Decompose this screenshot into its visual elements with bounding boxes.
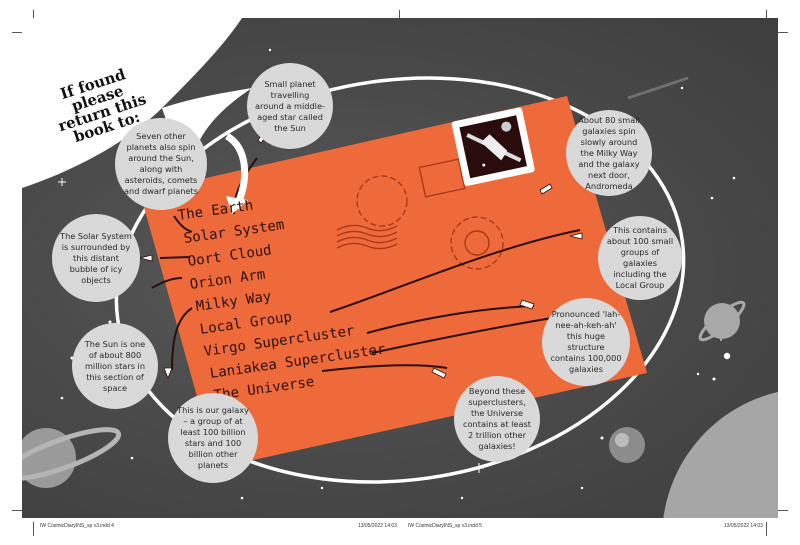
spread-page: If found please return this book to: The… (22, 18, 778, 518)
bubble-earth: Small planet travelling around a middle-… (247, 63, 333, 149)
crop-mark (33, 10, 34, 22)
crop-mark (766, 522, 767, 536)
bubble-virgo: This contains about 100 small groups of … (598, 216, 682, 300)
bubble-oort-cloud: The Solar System is surrounded by this d… (52, 214, 140, 302)
bubble-solar-system: Seven other planets also spin around the… (115, 118, 207, 210)
crop-mark (399, 10, 400, 22)
footer-left-date: 13/05/2022 14:03 (358, 523, 397, 529)
footer-right-file: IW CosmicDiaryINS_sp v3.indd 5 (408, 523, 482, 529)
bubble-milky-way: This is our galaxy – a group of at least… (168, 393, 258, 483)
bubble-orion-arm: The Sun is one of about 800 million star… (72, 323, 158, 409)
crop-mark (33, 522, 34, 536)
crop-mark (778, 510, 788, 511)
bubble-laniakea: Pronounced 'lah-nee-ah-keh-ah' this huge… (542, 298, 630, 386)
bubble-universe: Beyond these superclusters, the Universe… (454, 376, 540, 462)
crop-mark (12, 32, 26, 33)
bubble-local-group: About 80 small galaxies spin slowly arou… (566, 110, 652, 196)
footer-right-date: 13/05/2022 14:03 (724, 523, 763, 529)
crop-mark (12, 510, 22, 511)
footer-left-file: IW CosmicDiaryINS_sp v3.indd 4 (40, 523, 114, 529)
illustration-layer (22, 18, 778, 518)
crop-mark (766, 10, 767, 22)
crop-mark (774, 32, 788, 33)
